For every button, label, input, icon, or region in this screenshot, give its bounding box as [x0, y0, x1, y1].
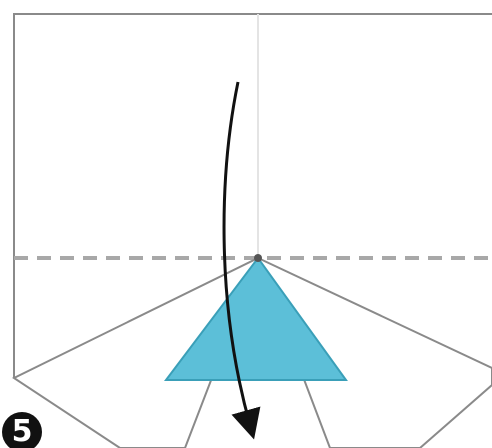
step-caption — [48, 416, 488, 448]
blue-triangle — [163, 256, 348, 381]
fold-apex-point — [254, 254, 262, 262]
fold-down-arrow-icon — [222, 81, 261, 440]
left-flap — [11, 255, 260, 448]
step-number-icon: 5 — [2, 412, 42, 448]
right-flap — [256, 256, 492, 448]
